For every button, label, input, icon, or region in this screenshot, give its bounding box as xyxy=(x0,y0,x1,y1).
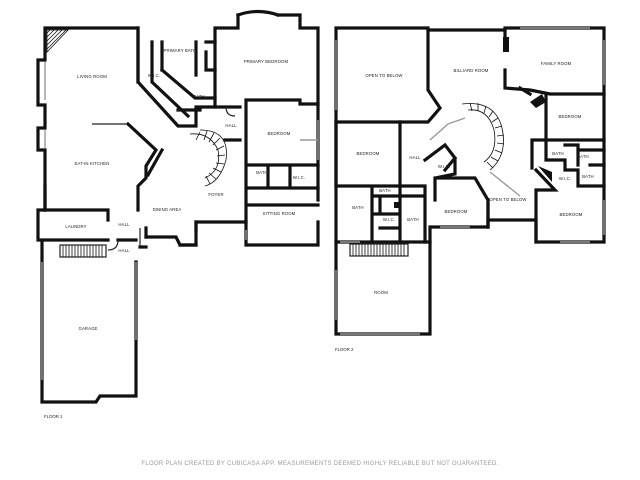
floor-1-garage-walls xyxy=(36,208,138,404)
floor-1-diagonal-walls xyxy=(136,26,217,119)
floor-2-center-walls xyxy=(422,142,490,229)
room-label-bedroom-right-bottom: BEDROOM xyxy=(560,212,583,217)
floor-1-spiral-staircase xyxy=(189,129,227,187)
room-label-hall: HALL xyxy=(409,155,421,160)
floor-1-corner-stair xyxy=(46,29,69,53)
room-label-bath-right-2: BATH xyxy=(577,154,589,159)
room-label-primary-bath: PRIMARY BATH xyxy=(164,48,197,53)
floor-2-plan: OPEN TO BELOW BILLIARD ROOM FAMILY ROOM … xyxy=(334,26,606,352)
room-label-open-to-below-1: OPEN TO BELOW xyxy=(365,73,403,78)
room-label-dining-area: DINING AREA xyxy=(153,207,182,212)
room-label-bath-right-1: BATH xyxy=(552,151,564,156)
room-label-family-room: FAMILY ROOM xyxy=(541,61,572,66)
room-label-bedroom: BEDROOM xyxy=(268,131,291,136)
floor-2-open-to-below-walls xyxy=(334,28,443,124)
room-label-bath-right-3: BATH xyxy=(582,174,594,179)
floor-2-right-bedroom-walls xyxy=(530,92,606,244)
floor-2-left-bedroom-walls xyxy=(334,120,427,244)
room-label-hall-lower: HALL xyxy=(118,222,130,227)
room-label-hall-foyer: HALL xyxy=(225,123,237,128)
floor-1-dining-walls xyxy=(138,220,198,249)
floor-2-column-3 xyxy=(538,166,552,182)
room-label-wic-left: W.I.C. xyxy=(383,217,395,222)
floor-2-column-2 xyxy=(530,94,546,108)
floor-1-primary-bath-walls xyxy=(176,40,217,112)
floor-2-label: FLOOR 2 xyxy=(335,347,354,352)
room-label-open-to-below-2: OPEN TO BELOW xyxy=(489,197,527,202)
floor-1-windows xyxy=(41,62,319,380)
floor-1-living-wing-walls xyxy=(36,13,320,247)
floor-2-stair xyxy=(349,243,409,257)
floor-1-bedroom-block-walls xyxy=(213,98,320,224)
floor-2-column-4 xyxy=(394,202,400,208)
floor-1-bay-window xyxy=(235,9,281,18)
room-label-billiard-room: BILLIARD ROOM xyxy=(454,68,489,73)
footer-disclaimer: FLOOR PLAN CREATED BY CUBICASA APP. MEAS… xyxy=(141,461,498,467)
room-label-bath-left-top: BATH xyxy=(379,188,391,193)
room-label-garage: GARAGE xyxy=(79,326,98,331)
floor-1-plan: LIVING ROOM EAT-IN KITCHEN LAUNDRY HALL … xyxy=(36,9,320,419)
room-label-bath: BATH xyxy=(256,170,268,175)
room-label-bedroom-left: BEDROOM xyxy=(357,151,380,156)
room-label-wic-2: W.I.C. xyxy=(293,175,305,180)
floor-1-door-swings xyxy=(107,106,236,251)
room-label-laundry: LAUNDRY xyxy=(65,224,86,229)
room-label-primary-bedroom: PRIMARY BEDROOM xyxy=(244,59,289,64)
room-label-bedroom-right-top: BEDROOM xyxy=(559,114,582,119)
room-label-wic-right: W.I.C. xyxy=(559,176,571,181)
room-label-bath-center: BATH xyxy=(407,217,419,222)
room-label-foyer: FOYER xyxy=(208,192,223,197)
room-label-bath-left: BATH xyxy=(352,205,364,210)
floor-1-kitchen-walls xyxy=(43,121,165,212)
floor-2-column-1 xyxy=(503,37,509,52)
room-label-living-room: LIVING ROOM xyxy=(77,74,107,79)
room-label-room: ROOM xyxy=(374,290,388,295)
room-label-bedroom-center: BEDROOM xyxy=(445,209,468,214)
room-label-wic: W.I.C. xyxy=(148,73,160,78)
room-label-sitting-room: SITTING ROOM xyxy=(263,211,296,216)
floor-1-label: FLOOR 1 xyxy=(44,414,63,419)
floor-2-windows xyxy=(335,27,605,335)
room-label-eat-in-kitchen: EAT-IN KITCHEN xyxy=(75,161,110,166)
floor-1-laundry-stair xyxy=(59,244,107,258)
room-label-hall-upper: HALL xyxy=(118,248,130,253)
floor-2-spiral-staircase xyxy=(429,102,521,197)
room-label-wic-center: W.I.C. xyxy=(438,164,450,169)
room-label-bath-small: BATH xyxy=(193,94,205,99)
